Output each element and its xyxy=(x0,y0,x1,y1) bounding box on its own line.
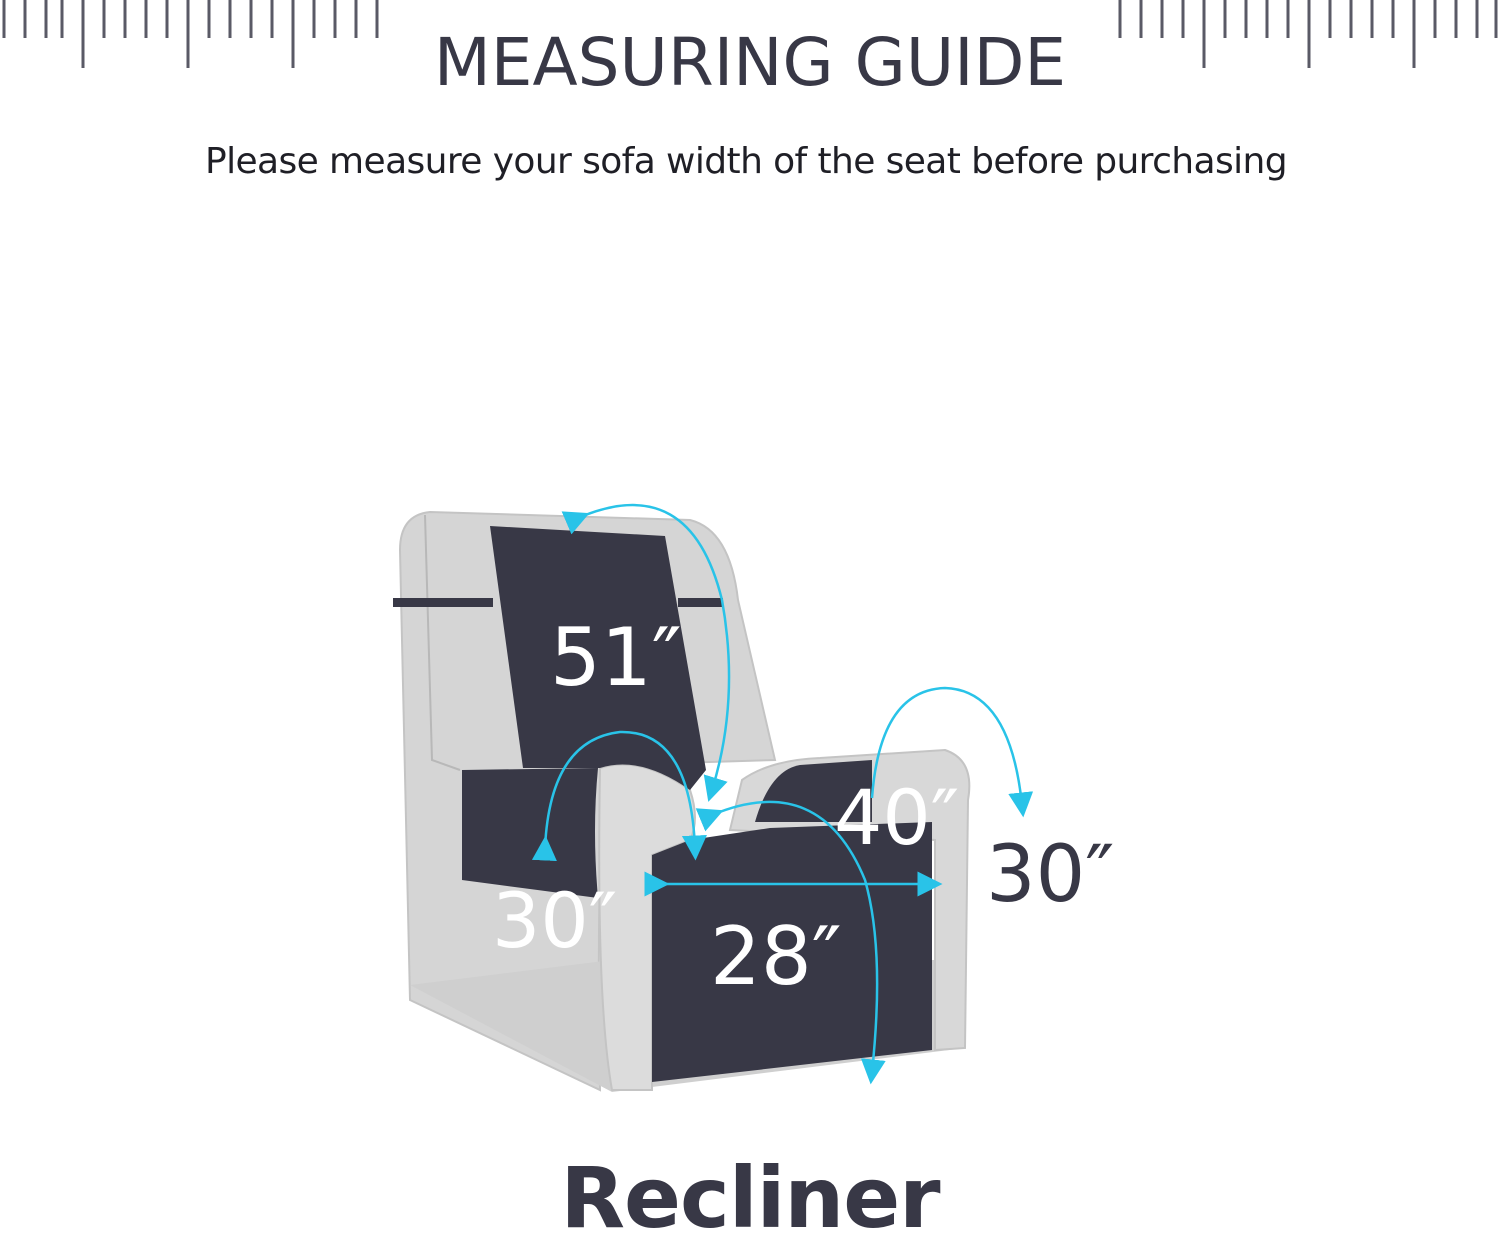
back-arc-icon xyxy=(561,503,731,802)
page-title: MEASURING GUIDE xyxy=(433,24,1067,101)
product-type-label: Recliner xyxy=(560,1149,940,1247)
measure-arrows xyxy=(531,503,1034,1085)
seat-depth-label: 40″ xyxy=(834,773,960,862)
arm-left-length-label: 30″ xyxy=(492,876,618,965)
arm-right-arc-icon xyxy=(870,686,1034,818)
page-subtitle: Please measure your sofa width of the se… xyxy=(204,141,1288,182)
ruler-left-icon xyxy=(2,0,379,68)
arm-left-arc-icon xyxy=(531,730,707,862)
arm-right-length-label: 30″ xyxy=(986,830,1115,920)
ruler-right-icon xyxy=(1118,0,1498,68)
back-length-label: 51″ xyxy=(550,611,682,704)
seat-width-label: 28″ xyxy=(710,910,842,1003)
